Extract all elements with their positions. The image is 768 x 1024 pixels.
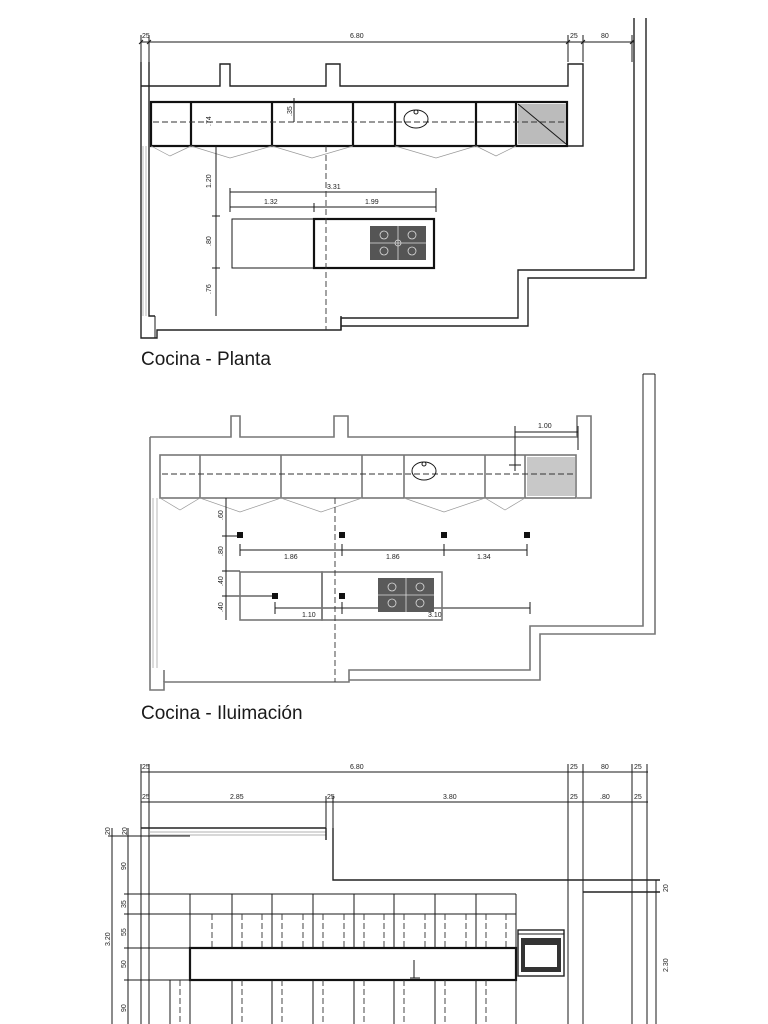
elevation-cabinets (169, 893, 518, 1024)
plan-island (231, 146, 436, 330)
dim-label: 80 (601, 33, 609, 40)
dim-label: 1.34 (477, 554, 491, 561)
dim-label: 20 (122, 827, 129, 835)
dim-label: 25 (570, 764, 578, 771)
light-fixture (441, 532, 447, 538)
plan-walls (140, 18, 647, 339)
dim-label: 6.80 (350, 764, 364, 771)
plan-caption: Cocina - Planta (141, 349, 271, 370)
dim-label: 1.10 (302, 612, 316, 619)
dim-label: 1.99 (365, 199, 379, 206)
sink-symbol (403, 109, 429, 129)
light-fixtures (237, 532, 530, 599)
dim-label: 25 (142, 764, 150, 771)
dim-label: .80 (206, 236, 213, 246)
dim-label: 3.20 (105, 932, 112, 946)
lighting-island (239, 498, 443, 682)
dim-label: 1.86 (386, 554, 400, 561)
elevation-left-dimensions: 20 20 3.20 90 35 55 50 90 (105, 827, 190, 1024)
light-fixture (339, 593, 345, 599)
dim-label: 50 (121, 960, 128, 968)
dim-label: 25 (327, 794, 335, 801)
dim-label: 25 (634, 764, 642, 771)
dim-label: .76 (206, 284, 213, 294)
lighting-dimensions: 1.00 .60 .80 .40 .40 1.86 1.86 1.34 1.10… (218, 423, 579, 620)
lighting-counter-run (159, 454, 577, 513)
plan-inner-dimensions: .74 .35 1.20 .80 .76 3.31 1.32 1.99 (206, 98, 437, 316)
dim-label: .35 (287, 106, 294, 116)
lighting-walls (149, 373, 656, 691)
light-fixture (272, 593, 278, 599)
oven-symbol (517, 929, 565, 977)
dim-label: .40 (218, 602, 225, 612)
dim-label: 3.31 (327, 184, 341, 191)
plan-drawing: 25 6.80 25 80 (138, 18, 647, 339)
light-fixture (237, 532, 243, 538)
dim-label: 35 (121, 900, 128, 908)
dim-label: 3.10 (428, 612, 442, 619)
dim-label: .80 (218, 546, 225, 556)
lighting-drawing: 1.00 .60 .80 .40 .40 1.86 1.86 1.34 1.10… (149, 373, 656, 691)
dim-label: .80 (600, 794, 610, 801)
light-fixture (339, 532, 345, 538)
dim-label: .40 (218, 576, 225, 586)
dim-label: 3.80 (443, 794, 457, 801)
dim-label: 20 (663, 884, 670, 892)
elevation-walls: 20 2.30 (141, 827, 670, 1024)
dim-label: 2.30 (663, 958, 670, 972)
dim-label: 90 (121, 862, 128, 870)
elevation-drawing: 25 6.80 25 80 25 25 2.85 25 3.80 25 .80 … (105, 764, 670, 1024)
faucet-symbol (410, 960, 420, 979)
dim-label: 2.85 (230, 794, 244, 801)
plan-counter-run (149, 100, 569, 159)
light-fixture (524, 532, 530, 538)
dim-label: 6.80 (350, 33, 364, 40)
dim-label: 25 (142, 33, 150, 40)
dim-label: 1.20 (206, 174, 213, 188)
dim-label: 25 (570, 33, 578, 40)
dim-label: 55 (121, 928, 128, 936)
sink-symbol (411, 461, 437, 481)
lighting-caption: Cocina - Iluimación (141, 703, 303, 724)
dim-label: 25 (570, 794, 578, 801)
dim-label: 90 (121, 1004, 128, 1012)
fridge-symbol (527, 457, 575, 496)
dim-label: 1.00 (538, 423, 552, 430)
dim-label: 80 (601, 764, 609, 771)
dim-label: .60 (218, 510, 225, 520)
dim-label: 1.86 (284, 554, 298, 561)
dim-label: 20 (105, 827, 112, 835)
dim-label: .74 (206, 116, 213, 126)
dim-label: 25 (634, 794, 642, 801)
dim-label: 1.32 (264, 199, 278, 206)
dim-label: 25 (142, 794, 150, 801)
plan-top-dimension: 25 6.80 25 80 (138, 33, 635, 80)
